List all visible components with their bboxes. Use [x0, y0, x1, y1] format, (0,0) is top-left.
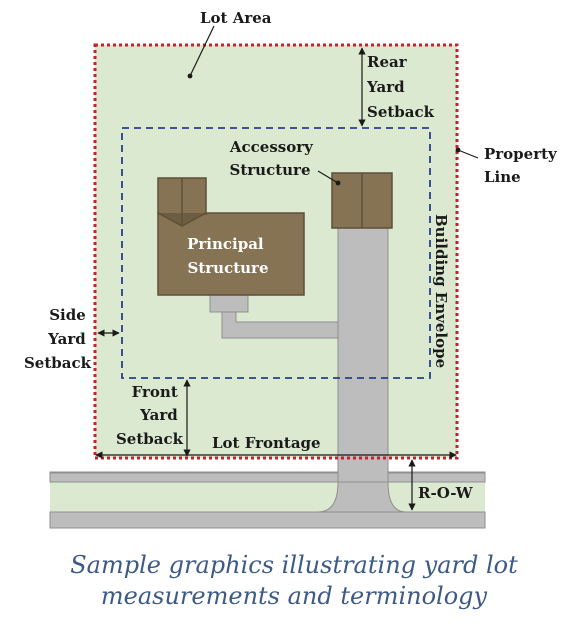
- caption-line-1: Sample graphics illustrating yard lot: [70, 551, 518, 579]
- rear-yard-setback-label: Rear Yard Setback: [366, 53, 435, 121]
- property-line-leader: [455, 147, 479, 159]
- accessory-leader: [317, 170, 341, 186]
- front-yard-setback-label: Front Yard Setback: [116, 383, 184, 448]
- figure-caption: Sample graphics illustrating yard lot me…: [0, 550, 588, 612]
- lot-area-leader: [187, 25, 215, 79]
- accessory-structure: [331, 172, 393, 229]
- driveway: [209, 227, 407, 513]
- building-envelope: [121, 127, 431, 379]
- principal-structure-label: Principal Structure: [187, 235, 269, 277]
- row-label: R-O-W: [418, 484, 474, 502]
- lot-area-label: Lot Area: [200, 9, 272, 27]
- principal-structure: [157, 177, 305, 296]
- lot-diagram: Lot Area Rear Yard Setback Property Line…: [24, 9, 562, 529]
- accessory-structure-label: Accessory Structure: [229, 138, 318, 179]
- building-envelope-label: Building Envelope: [432, 214, 450, 368]
- property-line-label: Property Line: [484, 145, 562, 186]
- lot-frontage-label: Lot Frontage: [212, 434, 321, 452]
- side-yard-setback-label: Side Yard Setback: [24, 306, 92, 372]
- caption-line-2: measurements and terminology: [100, 582, 488, 611]
